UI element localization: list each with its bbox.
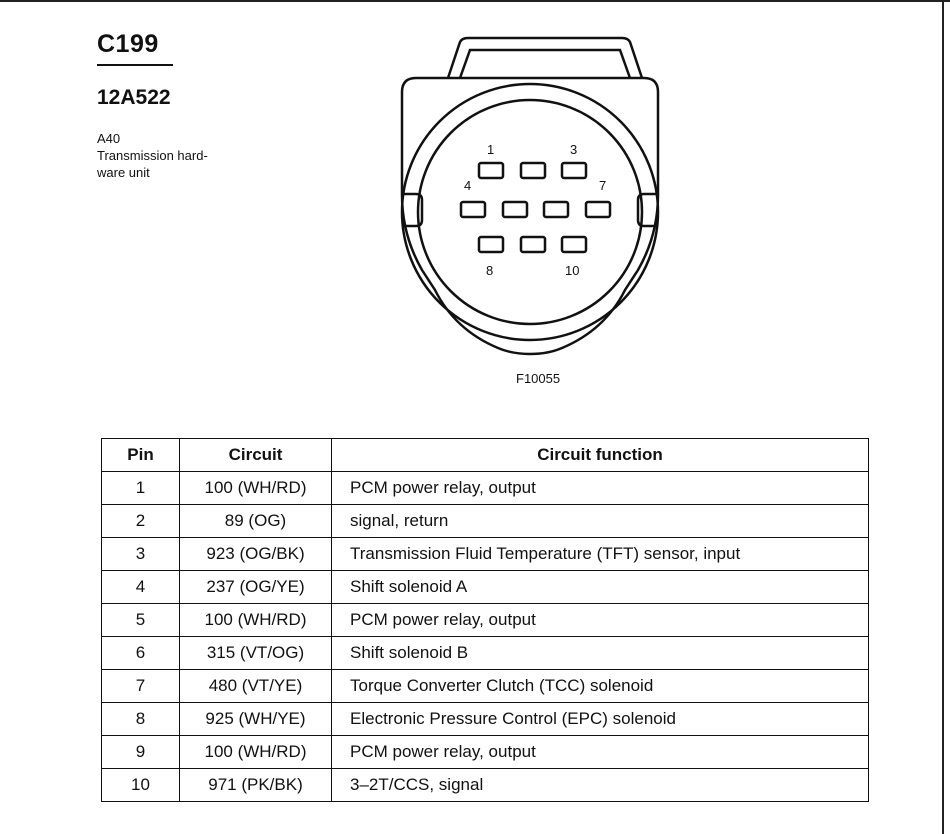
pin-cavity [477, 235, 505, 254]
circuit-cell: 480 (VT/YE) [179, 669, 332, 703]
pin-label: 8 [486, 263, 493, 278]
pin-number-cell: 3 [101, 537, 180, 571]
top-border [0, 0, 950, 2]
circuit-cell: 237 (OG/YE) [179, 570, 332, 604]
pin-label: 4 [464, 178, 471, 193]
pin-cavity [560, 161, 588, 180]
pin-cavity [519, 161, 547, 180]
pin-cavity [501, 200, 529, 219]
circuit-cell: 925 (WH/YE) [179, 702, 332, 736]
description-line: Transmission hard- [97, 148, 208, 163]
circuit-function-cell: Transmission Fluid Temperature (TFT) sen… [331, 537, 869, 571]
circuit-function-cell: PCM power relay, output [331, 471, 869, 505]
pin-cavity [459, 200, 487, 219]
circuit-cell: 100 (WH/RD) [179, 603, 332, 637]
connector-housing [400, 36, 660, 356]
pin-labels: 1 3 4 7 8 10 [464, 142, 606, 278]
housing-outline [400, 76, 660, 356]
pin-cavity [519, 235, 547, 254]
pin-number-cell: 10 [101, 768, 180, 802]
pin-number-cell: 9 [101, 735, 180, 769]
table-header-row: Pin Circuit Circuit function [101, 438, 869, 472]
pin-cavity [477, 161, 505, 180]
pin-number-cell: 6 [101, 636, 180, 670]
pin-number-cell: 4 [101, 570, 180, 604]
face-inner-ring [416, 98, 644, 326]
circuit-function-cell: Shift solenoid A [331, 570, 869, 604]
connector-description: A40 Transmission hard- ware unit [97, 130, 208, 181]
connector-id-underline [97, 64, 173, 66]
right-border [942, 0, 944, 834]
circuit-function-cell: Shift solenoid B [331, 636, 869, 670]
pin-number-cell: 2 [101, 504, 180, 538]
side-key-left [402, 192, 424, 228]
circuit-function-cell: Electronic Pressure Control (EPC) soleno… [331, 702, 869, 736]
circuit-cell: 89 (OG) [179, 504, 332, 538]
pin-number-cell: 8 [101, 702, 180, 736]
column-header-pin: Pin [101, 438, 180, 472]
circuit-function-cell: Torque Converter Clutch (TCC) solenoid [331, 669, 869, 703]
circuit-function-cell: 3–2T/CCS, signal [331, 768, 869, 802]
pin-number-cell: 5 [101, 603, 180, 637]
pin-cavity [542, 200, 570, 219]
pin-number-cell: 7 [101, 669, 180, 703]
pin-cavity [560, 235, 588, 254]
column-header-function: Circuit function [331, 438, 869, 472]
connector-face-diagram: 1 3 4 7 8 10 [400, 36, 660, 356]
pin-cavities [459, 161, 612, 254]
face-outer-ring [400, 82, 660, 342]
latch-inner [458, 48, 632, 79]
side-key-right [636, 192, 658, 228]
latch-outer [446, 36, 644, 79]
column-header-circuit: Circuit [179, 438, 332, 472]
circuit-cell: 100 (WH/RD) [179, 735, 332, 769]
pin-cavity [584, 200, 612, 219]
circuit-function-cell: PCM power relay, output [331, 735, 869, 769]
pin-label: 3 [570, 142, 577, 157]
circuit-cell: 971 (PK/BK) [179, 768, 332, 802]
circuit-function-cell: PCM power relay, output [331, 603, 869, 637]
pin-label: 10 [565, 263, 579, 278]
description-line: ware unit [97, 165, 150, 180]
part-number: 12A522 [97, 86, 171, 109]
description-line: A40 [97, 131, 121, 146]
connector-id: C199 [97, 30, 159, 58]
pin-number-cell: 1 [101, 471, 180, 505]
circuit-cell: 315 (VT/OG) [179, 636, 332, 670]
pin-label: 1 [487, 142, 494, 157]
figure-code: F10055 [516, 371, 561, 386]
circuit-cell: 100 (WH/RD) [179, 471, 332, 505]
circuit-function-cell: signal, return [331, 504, 869, 538]
circuit-cell: 923 (OG/BK) [179, 537, 332, 571]
pin-label: 7 [599, 178, 606, 193]
